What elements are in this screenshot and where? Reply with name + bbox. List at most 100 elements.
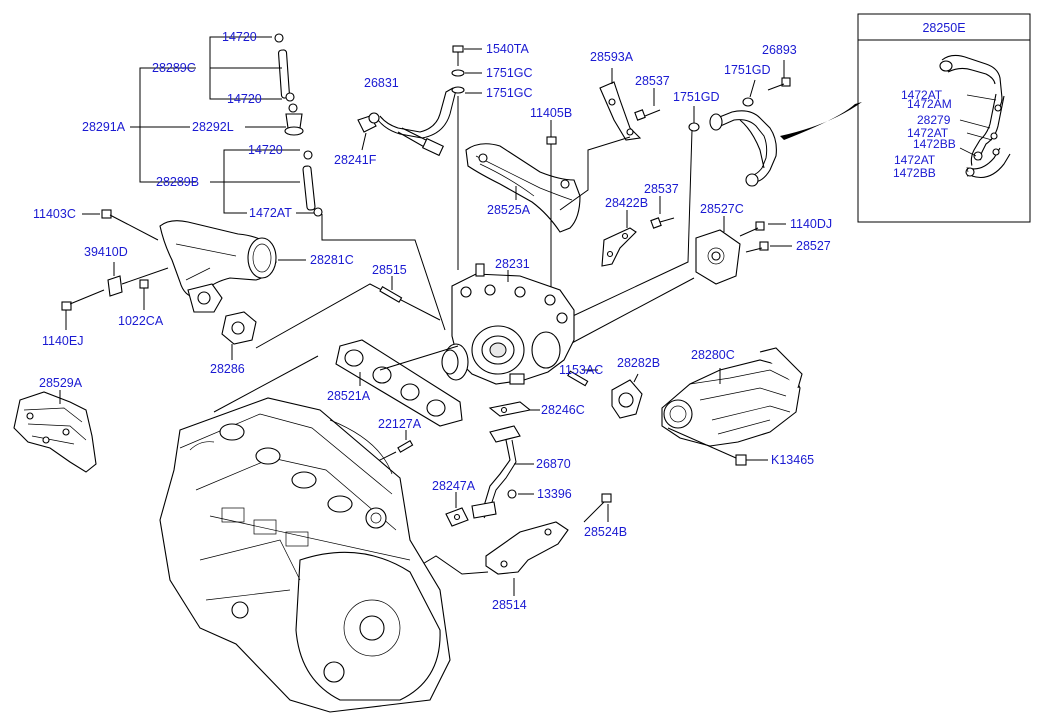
turbocharger-28231 bbox=[441, 263, 575, 385]
label-1751GC: 1751GC bbox=[486, 86, 533, 100]
breather-hose-assembly bbox=[274, 33, 323, 217]
bolt-28537 bbox=[634, 109, 661, 121]
label-1751GD: 1751GD bbox=[673, 90, 720, 104]
label-14720: 14720 bbox=[248, 143, 283, 157]
nut-1022CA bbox=[139, 279, 149, 289]
bracket-39410D bbox=[107, 262, 123, 297]
label-28514: 28514 bbox=[492, 598, 527, 612]
stud-22127A bbox=[397, 440, 414, 453]
label-1140EJ: 1140EJ bbox=[42, 334, 83, 348]
washer-13396 bbox=[507, 489, 517, 499]
heat-shield-28525A bbox=[465, 143, 581, 233]
label-28525A: 28525A bbox=[487, 203, 531, 217]
gasket-28286 bbox=[221, 311, 257, 345]
label-1472AT: 1472AT bbox=[901, 88, 943, 102]
washer-1751GD bbox=[688, 122, 700, 132]
label-28593A: 28593A bbox=[590, 50, 634, 64]
label-1022CA: 1022CA bbox=[118, 314, 164, 328]
bolt-1140DJ bbox=[739, 221, 765, 237]
label-11405B: 11405B bbox=[530, 106, 572, 120]
washer-1751GD bbox=[742, 97, 754, 107]
label-1472AM: 1472AM bbox=[907, 97, 952, 111]
label-28289B: 28289B bbox=[156, 175, 199, 189]
label-28529A: 28529A bbox=[39, 376, 83, 390]
label-28521A: 28521A bbox=[327, 389, 371, 403]
hose-28279 bbox=[970, 93, 997, 167]
bolt-28537 bbox=[650, 217, 675, 229]
stud-28515 bbox=[379, 286, 403, 303]
coolant-pipe bbox=[709, 110, 777, 187]
gasket-28246C bbox=[488, 401, 532, 417]
bracket-28514 bbox=[485, 521, 569, 575]
label-28241F: 28241F bbox=[334, 153, 377, 167]
heat-protector-28529A bbox=[13, 391, 97, 473]
label-28280C: 28280C bbox=[691, 348, 735, 362]
label-28537: 28537 bbox=[644, 182, 679, 196]
catalytic-converter-28280C bbox=[661, 347, 803, 447]
label-28527C: 28527C bbox=[700, 202, 744, 216]
gasket-28527C bbox=[695, 229, 741, 285]
washer-1751GC bbox=[451, 69, 465, 77]
bolt-11405B bbox=[546, 120, 557, 310]
label-28515: 28515 bbox=[372, 263, 407, 277]
inset-pointer-arrow bbox=[780, 102, 862, 140]
engine-block bbox=[159, 397, 451, 713]
label-28286: 28286 bbox=[210, 362, 245, 376]
label-26831: 26831 bbox=[364, 76, 399, 90]
label-28524B: 28524B bbox=[584, 525, 627, 539]
bolt-26893 bbox=[767, 77, 791, 91]
label-22127A: 22127A bbox=[378, 417, 422, 431]
label-1540TA: 1540TA bbox=[486, 42, 530, 56]
label-28422B: 28422B bbox=[605, 196, 648, 210]
label-13396: 13396 bbox=[537, 487, 572, 501]
label-1472BB: 1472BB bbox=[893, 166, 936, 180]
bolt-28524B bbox=[583, 493, 612, 523]
bracket-28422B bbox=[601, 227, 637, 267]
manifold-gasket-28521A bbox=[335, 339, 463, 427]
label-28231: 28231 bbox=[495, 257, 530, 271]
label-28282B: 28282B bbox=[617, 356, 660, 370]
inset-28250E: 28250E 1472AT 1472AM 28279 1472AT 1472BB… bbox=[857, 13, 1031, 223]
label-26893: 26893 bbox=[762, 43, 797, 57]
label-K13465: K13465 bbox=[771, 453, 814, 467]
label-14720: 14720 bbox=[227, 92, 262, 106]
label-39410D: 39410D bbox=[84, 245, 128, 259]
label-26870: 26870 bbox=[536, 457, 571, 471]
label-28246C: 28246C bbox=[541, 403, 585, 417]
part-labels: 14720 28289C 14720 28291A 28292L 14720 2… bbox=[33, 30, 832, 612]
label-28537: 28537 bbox=[635, 74, 670, 88]
stud-1153AC bbox=[567, 370, 589, 387]
washer-1751GC bbox=[451, 86, 465, 94]
label-28289C: 28289C bbox=[152, 61, 196, 75]
label-1140DJ: 1140DJ bbox=[790, 217, 832, 231]
label-28281C: 28281C bbox=[310, 253, 354, 267]
label-28291A: 28291A bbox=[82, 120, 126, 134]
label-1472BB: 1472BB bbox=[913, 137, 956, 151]
bolt-28527 bbox=[745, 241, 769, 253]
intake-pipe-28281C bbox=[159, 220, 277, 313]
label-28527: 28527 bbox=[796, 239, 831, 253]
label-1472AT: 1472AT bbox=[249, 206, 292, 220]
oil-feed-pipe-26831 bbox=[357, 87, 457, 157]
bolt-11403C bbox=[101, 209, 159, 241]
nut-K13465 bbox=[735, 454, 747, 466]
oil-drain-pipe-26870 bbox=[471, 425, 521, 519]
label-14720: 14720 bbox=[222, 30, 257, 44]
label-1472AT: 1472AT bbox=[894, 153, 936, 167]
label-1153AC: 1153AC bbox=[559, 363, 603, 377]
label-1751GD: 1751GD bbox=[724, 63, 771, 77]
label-28292L: 28292L bbox=[192, 120, 234, 134]
label-28279: 28279 bbox=[917, 113, 951, 127]
gasket-28282B bbox=[611, 379, 643, 419]
bolt-1140EJ bbox=[61, 289, 105, 311]
bracket-28593A bbox=[599, 81, 642, 141]
label-1751GC: 1751GC bbox=[486, 66, 533, 80]
inset-title: 28250E bbox=[922, 21, 965, 35]
bolt-1540TA bbox=[452, 45, 464, 66]
gasket-28247A bbox=[445, 507, 469, 527]
label-11403C: 11403C bbox=[33, 207, 76, 221]
label-28247A: 28247A bbox=[432, 479, 476, 493]
label-1472AT: 1472AT bbox=[907, 126, 949, 140]
